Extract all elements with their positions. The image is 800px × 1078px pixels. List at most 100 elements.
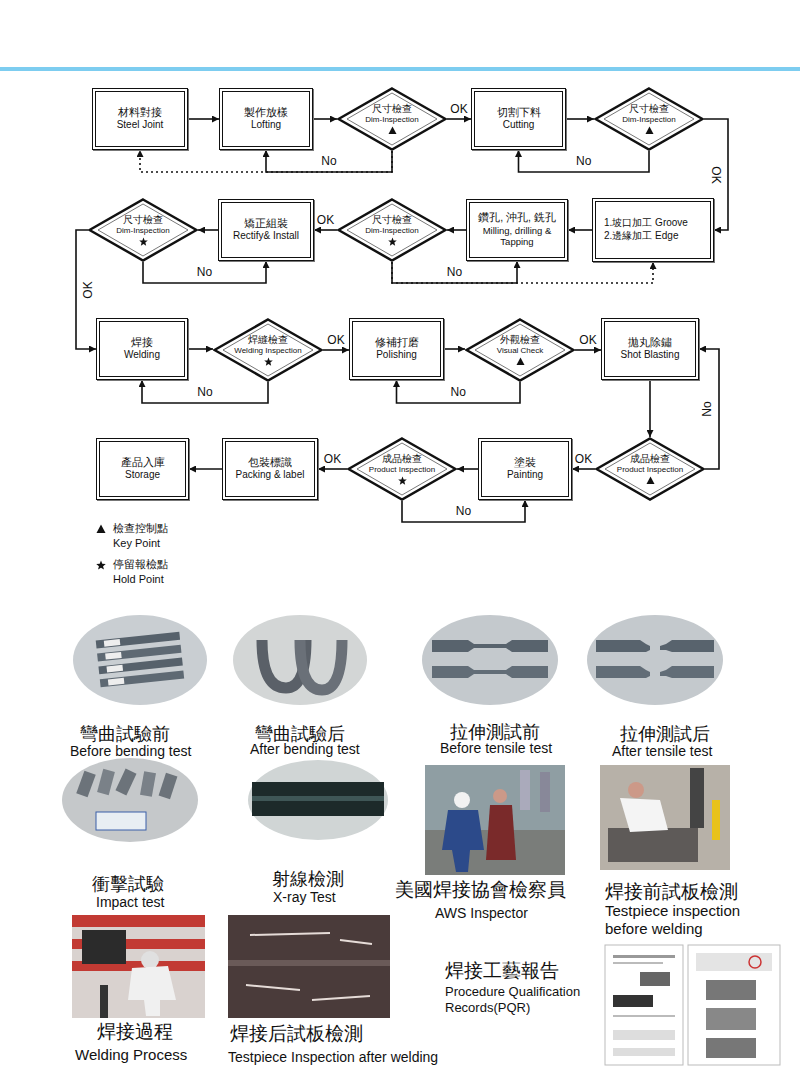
photo-ground (587, 615, 723, 705)
background-person (690, 768, 704, 828)
flow-connector (188, 348, 213, 350)
node-subtitle: Milling, drilling & Tapping (475, 225, 559, 248)
specimen-card (96, 812, 146, 830)
photo-caption: After tensile test (612, 743, 712, 760)
node-title: 焊縫檢查 (248, 334, 288, 345)
photo-frame (228, 915, 390, 1018)
specimen-bar (96, 632, 180, 649)
edge-label: No (574, 154, 593, 168)
edge-label: No (195, 385, 214, 399)
node-content: 外觀檢查Visual Check (465, 318, 575, 382)
node-title: 尺寸檢查 (629, 103, 669, 114)
node-title: 鑽孔, 沖孔, 銑孔 (478, 211, 556, 224)
process-box: 產品入庫Storage (96, 438, 189, 500)
diamond-border (339, 89, 446, 150)
process-box: 鑽孔, 沖孔, 銑孔Milling, drilling & Tapping (466, 199, 568, 261)
aws-inspector-photo (425, 765, 565, 875)
impact-specimen (140, 771, 156, 797)
node-content: 矯正組裝Rectify& Install (222, 203, 310, 257)
person (620, 798, 668, 832)
impact-test-photo (62, 758, 198, 842)
node-title: 製作放樣 (244, 106, 288, 119)
edge-label: No (319, 154, 338, 168)
diamond-border (215, 320, 322, 381)
node-subtitle: Dim-Inspection (365, 115, 418, 125)
pqr-table (696, 953, 772, 971)
edge-label: OK (448, 102, 469, 116)
diamond-inner-border (475, 324, 565, 376)
hold-point-mark (139, 237, 148, 246)
diamond-border (467, 320, 574, 381)
process-box: 塗裝Painting (478, 438, 572, 500)
xray-film (252, 782, 384, 816)
photo-frame (600, 765, 730, 870)
flow-connector (188, 118, 219, 120)
diamond-border (596, 89, 703, 150)
diamond-border (90, 200, 197, 261)
star-symbol (139, 238, 148, 246)
node-subtitle: 2.邊緣加工 Edge (604, 230, 678, 242)
pqr-table (613, 1030, 675, 1040)
flow-connector (397, 380, 521, 403)
node-title: 焊接 (131, 336, 153, 349)
diamond-inner-border (357, 443, 447, 495)
node-subtitle: Welding Inspection (234, 346, 301, 356)
tensile-test-after-photo (587, 615, 723, 705)
edge-label: OK (709, 164, 723, 185)
diamond-inner-border (604, 93, 694, 145)
process-box: 矯正組裝Rectify& Install (218, 199, 314, 261)
welder (128, 966, 176, 1016)
flow-connector (447, 229, 466, 231)
pqr-line (613, 955, 675, 958)
tensile-test-before-photo (422, 615, 558, 705)
node-content: 焊接Welding (100, 322, 184, 376)
key-point-mark (388, 126, 397, 135)
dotted-return-line (140, 150, 392, 172)
node-content: 製作放樣Lofting (223, 92, 309, 146)
edge-label: OK (81, 279, 95, 300)
triangle-symbol (645, 127, 653, 135)
bend-test-before-photo (73, 615, 207, 705)
key-point-mark (96, 524, 106, 534)
photo-caption: After bending test (250, 741, 360, 758)
test-plate (608, 828, 698, 862)
key-point-mark (516, 357, 525, 366)
flow-connector (566, 118, 594, 120)
key-point-mark (645, 126, 654, 135)
node-subtitle: Steel Joint (117, 119, 164, 131)
edge-label: No (195, 265, 214, 279)
tensile-specimen (432, 666, 548, 678)
pqr-image (640, 972, 670, 986)
flow-connector (198, 229, 218, 231)
node-content: 產品入庫Storage (100, 442, 185, 496)
photo-caption: AWS Inspector (435, 905, 528, 922)
node-content: 鑽孔, 沖孔, 銑孔Milling, drilling & Tapping (470, 203, 564, 257)
node-title: 包裝標識 (248, 456, 292, 469)
node-subtitle: Cutting (503, 119, 535, 131)
flow-connector (572, 468, 595, 470)
background-person (540, 772, 550, 812)
node-subtitle: Dim-Inspection (365, 226, 418, 236)
node-subtitle: Welding (124, 349, 160, 361)
testpiece-after-photo (228, 915, 390, 1018)
person (442, 810, 484, 872)
node-subtitle: Shot Blasting (621, 349, 680, 361)
pqr-page (688, 945, 780, 1065)
photo-ground (73, 615, 207, 705)
photo-caption: 焊接過程 (97, 1021, 173, 1044)
person-head (628, 782, 644, 798)
photo-caption: Before bending test (70, 743, 191, 760)
decision-diamond: 尺寸檢查Dim-Inspection (88, 198, 198, 262)
specimen-tag (105, 652, 122, 660)
process-box: 1.坡口加工 Groove2.邊緣加工 Edge (592, 198, 714, 262)
impact-specimen (159, 773, 178, 800)
diamond-inner-border (98, 204, 188, 256)
star-symbol (388, 238, 397, 246)
node-content: 尺寸檢查Dim-Inspection (337, 87, 447, 151)
edge-label: OK (577, 333, 598, 347)
pqr-image (706, 1038, 756, 1058)
node-title: 材料對接 (118, 106, 162, 119)
broken-specimen (596, 640, 650, 652)
diamond-border (597, 439, 704, 500)
chalk-marks (246, 933, 372, 1000)
